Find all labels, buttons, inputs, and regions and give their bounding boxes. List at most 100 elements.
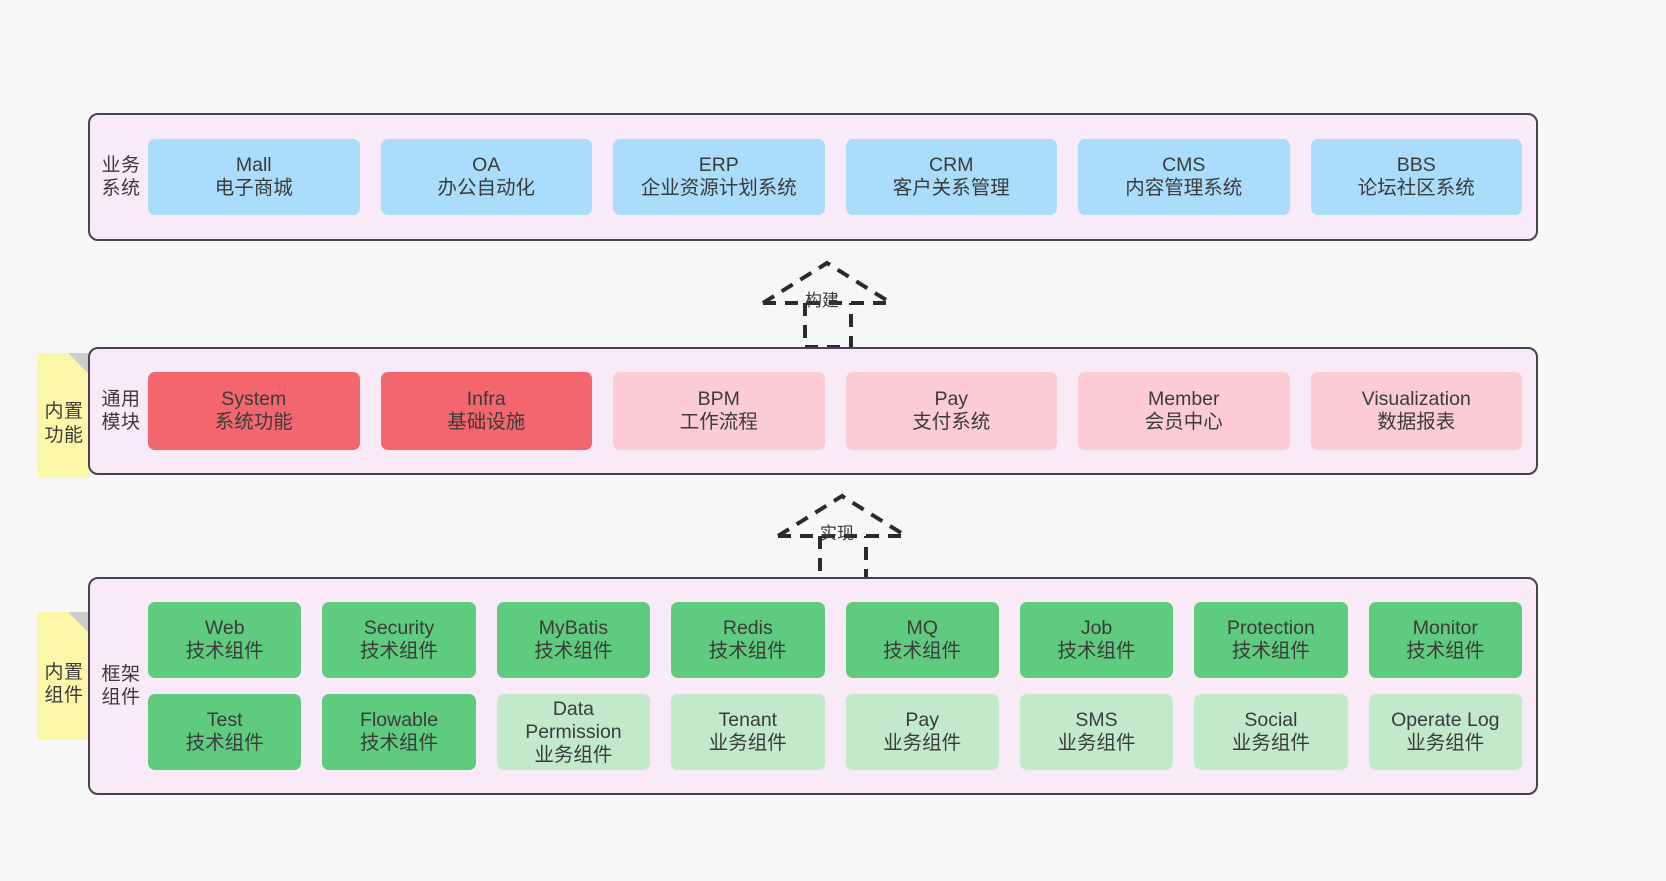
card-name: Visualization	[1361, 388, 1471, 410]
card-description: 电子商城	[214, 177, 293, 199]
card-description: 技术组件	[185, 640, 264, 662]
card-name: Member	[1147, 388, 1220, 410]
card-name: Test	[206, 709, 243, 731]
card-description: 技术组件	[1231, 640, 1310, 662]
card-description: 业务组件	[1057, 732, 1136, 754]
sticky-fold-corner	[68, 353, 90, 375]
card-description: 业务组件	[883, 732, 962, 754]
card-description: 企业资源计划系统	[640, 177, 797, 199]
card-description: 办公自动化	[437, 177, 535, 199]
card-description: 业务组件	[1231, 732, 1310, 754]
card-name: CMS	[1162, 154, 1206, 176]
card-description: 客户关系管理	[892, 177, 1010, 199]
card-description: 基础设施	[447, 411, 526, 433]
card-name: Protection	[1227, 617, 1315, 639]
card-name: Pay	[934, 388, 969, 410]
builtin-component-sticky-note: 内置组件	[38, 612, 90, 740]
card-description: 数据报表	[1377, 411, 1456, 433]
card-description: 内容管理系统	[1125, 177, 1243, 199]
implement-generalization-arrow: 实现	[770, 488, 920, 583]
implement-arrow-label: 实现	[820, 524, 854, 543]
card-description: 技术组件	[1406, 640, 1485, 662]
card-name: Infra	[466, 388, 506, 410]
card-name-line2: Permission	[525, 720, 622, 743]
card-name: Job	[1080, 617, 1113, 639]
module-layer-title: 通用模块	[101, 388, 141, 433]
card-name: Mall	[235, 154, 272, 176]
build-generalization-arrow: 构建	[755, 255, 905, 350]
card-description: 技术组件	[883, 640, 962, 662]
card-name: Web	[204, 617, 245, 639]
card-name: BPM	[697, 388, 740, 410]
framework-layer-title: 框架组件	[101, 663, 141, 708]
card-name: Social	[1244, 709, 1298, 731]
card-name: OA	[472, 154, 501, 176]
card-name: Security	[363, 617, 435, 639]
card-description: 业务组件	[534, 743, 613, 766]
card-description: 系统功能	[214, 411, 293, 433]
card-description: 技术组件	[1057, 640, 1136, 662]
card-description: 工作流程	[679, 411, 758, 433]
card-name: Tenant	[718, 709, 778, 731]
card-description: 会员中心	[1144, 411, 1223, 433]
card-name: Flowable	[360, 709, 439, 731]
card-description: 业务组件	[708, 732, 787, 754]
card-name: MyBatis	[538, 617, 609, 639]
card-description: 技术组件	[185, 732, 264, 754]
business-layer-title: 业务系统	[101, 154, 141, 199]
card-name: MQ	[906, 617, 938, 639]
card-description: 支付系统	[912, 411, 991, 433]
card-name: Redis	[722, 617, 773, 639]
card-name: System	[221, 388, 287, 410]
builtin-function-sticky-label: 内置功能	[44, 401, 84, 446]
builtin-function-sticky-note: 内置功能	[38, 353, 90, 478]
card-description: 论坛社区系统	[1357, 177, 1475, 199]
card-description: 技术组件	[534, 640, 613, 662]
sticky-fold-corner	[68, 612, 90, 634]
card-name: ERP	[698, 154, 739, 176]
card-name: Monitor	[1412, 617, 1478, 639]
card-name: SMS	[1075, 709, 1118, 731]
card-name: Data	[552, 697, 595, 720]
card-name: BBS	[1396, 154, 1436, 176]
